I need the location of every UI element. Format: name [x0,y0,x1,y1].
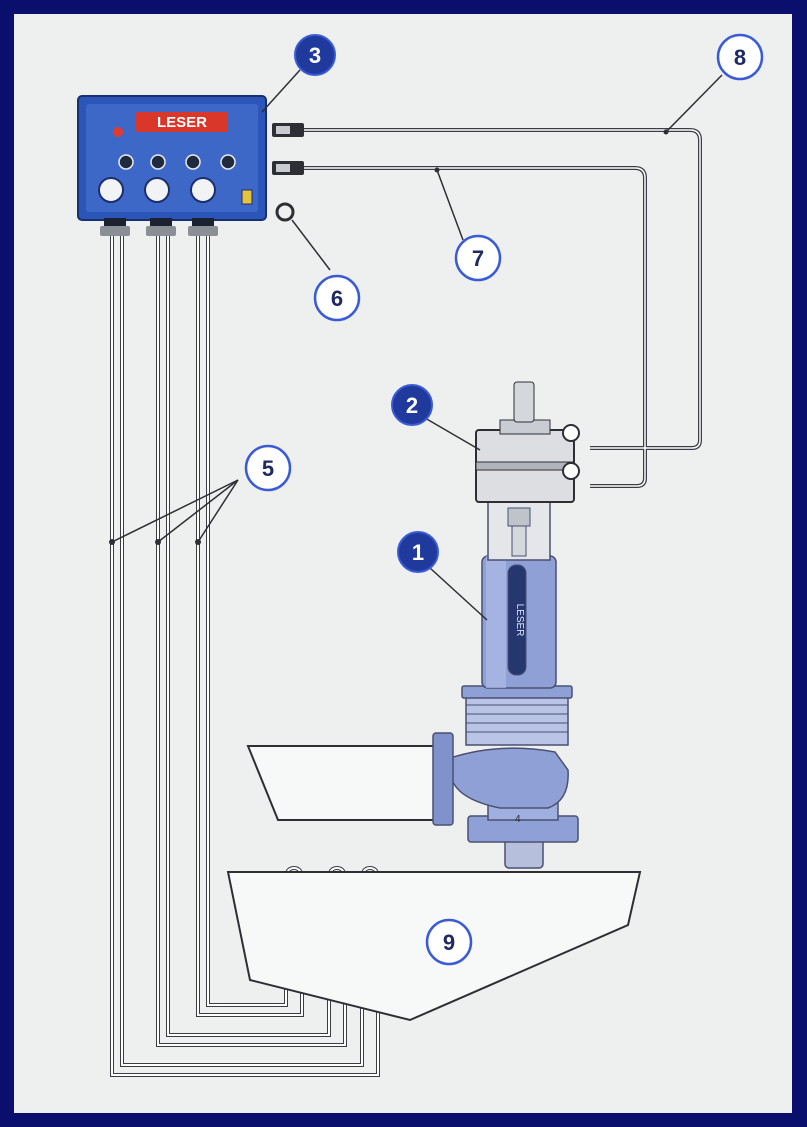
callout-1: 1 [397,531,439,573]
leader-lines [111,69,723,621]
callout-7: 7 [454,234,502,282]
control-knobs [118,154,236,170]
system-diagram: 4 LESER LESER [77,33,764,1077]
callout-7-label: 7 [472,246,484,271]
callout-8: 8 [716,33,764,81]
bellows-ribs [466,704,568,733]
callout-2: 2 [391,384,433,426]
callout-9: 9 [425,918,473,966]
callout-6-label: 6 [331,286,343,311]
control-gauges [98,177,216,203]
callout-5: 5 [244,444,292,492]
power-socket [275,202,295,222]
box-pipe-valves [100,226,218,236]
callout-1-label: 1 [412,540,424,565]
leader-dots [109,129,669,545]
valve-body-mark: 4 [515,814,521,825]
valve-brand-text: LESER [514,604,525,637]
callout-3-label: 3 [309,43,321,68]
diagram-canvas: 4 LESER LESER [14,14,792,1113]
cable-connectors [272,123,304,175]
control-box-brand: LESER [157,114,207,131]
safety-valve: 4 LESER [432,381,580,869]
inlet-duct [246,745,441,821]
callout-2-label: 2 [406,393,418,418]
signal-cables-inner [300,129,701,487]
box-pipe-ports [104,218,214,228]
callout-8-label: 8 [734,45,746,70]
control-box: LESER [77,95,267,236]
callout-9-label: 9 [443,930,455,955]
callout-3: 3 [294,34,336,76]
callout-5-label: 5 [262,456,274,481]
callout-6: 6 [313,274,361,322]
